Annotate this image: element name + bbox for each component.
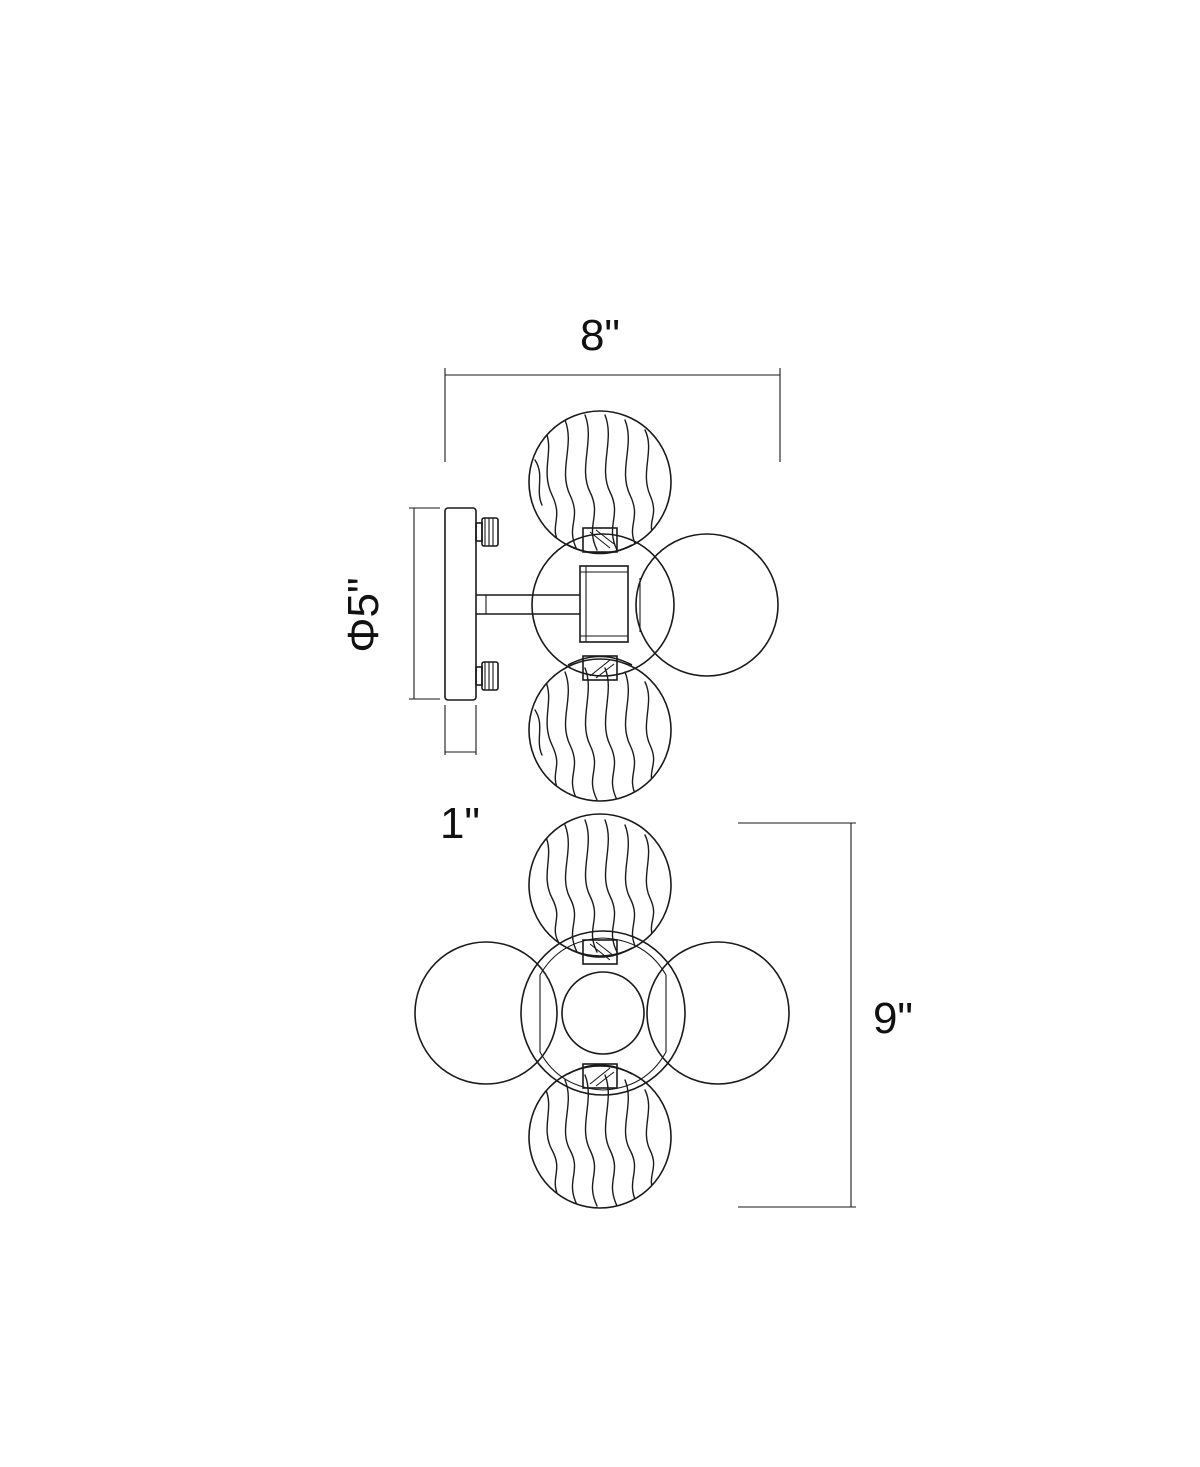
width-dimension: 8"	[444, 311, 781, 462]
backplate	[444, 507, 499, 701]
top-textured-globe	[528, 410, 672, 555]
left-globe	[414, 941, 558, 1085]
right-front-globe	[646, 941, 790, 1085]
hub-block	[579, 565, 629, 643]
bottom-textured-globe	[528, 655, 672, 802]
side-view: 8" Φ5" 1"	[339, 311, 781, 848]
front-top-textured-globe	[528, 813, 672, 965]
stem-arm	[476, 594, 580, 615]
width-label: 8"	[580, 311, 620, 360]
depth-label: 1"	[440, 799, 480, 848]
front-bottom-textured-globe	[528, 1063, 672, 1209]
height-dimension: 9"	[738, 822, 913, 1208]
depth-dimension: 1"	[440, 705, 480, 848]
right-globe	[635, 533, 779, 677]
diameter-label: Φ5"	[339, 577, 388, 652]
front-view: 9"	[414, 813, 913, 1209]
center-globe-outline	[531, 533, 675, 677]
center-canopy	[520, 930, 686, 1096]
height-label: 9"	[873, 994, 913, 1043]
diameter-dimension: Φ5"	[339, 507, 440, 700]
